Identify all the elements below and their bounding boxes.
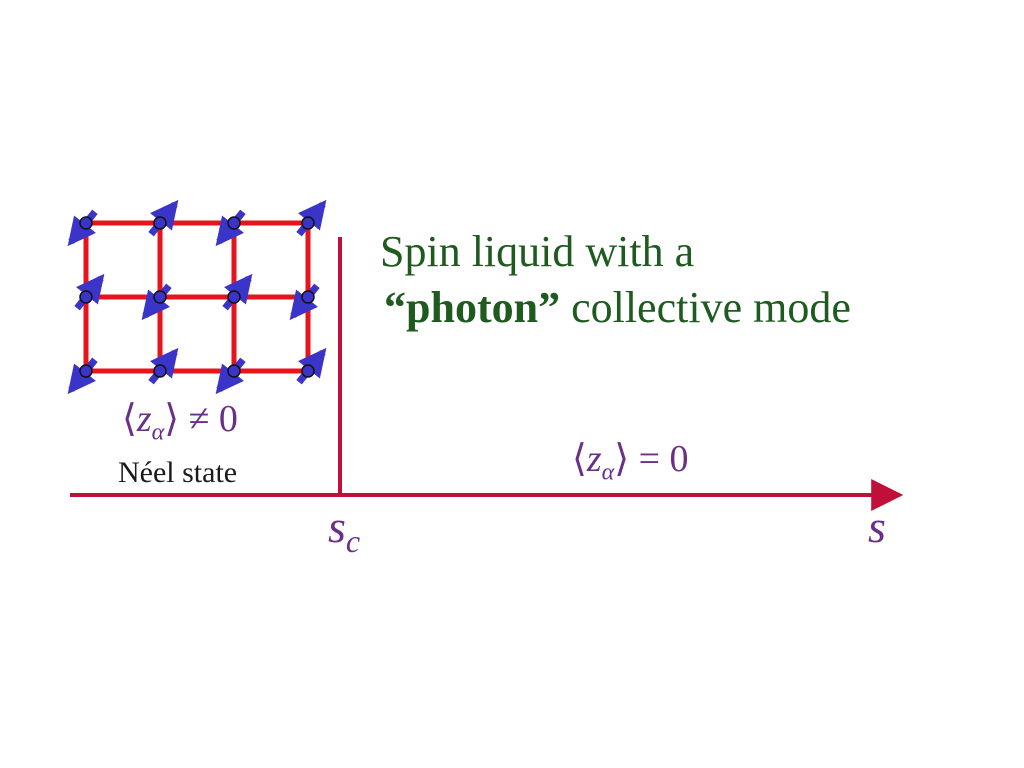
photon-label: “photon” [384,283,561,332]
z-var: z [586,438,602,480]
angle-open: ⟨ [572,438,587,480]
collective-mode-label: collective mode [571,283,851,332]
square-lattice [83,220,311,374]
lattice-site [153,364,167,378]
lattice-site [79,364,93,378]
lattice-site [153,216,167,230]
c-sub: c [345,523,361,560]
lattice-site [301,364,315,378]
alpha-sub: α [601,459,615,486]
axis-label-s: s [868,501,886,552]
relation: = 0 [638,438,689,480]
lattice-site [227,216,241,230]
lattice-site [301,216,315,230]
lattice-site [227,364,241,378]
lattice-site [79,290,93,304]
phase-title-line2: “photon” collective mode [384,282,851,333]
neel-state-label: Néel state [118,456,238,489]
lattice-site [153,290,167,304]
s-var: s [328,501,346,552]
angle-open: ⟨ [122,398,137,440]
relation: ≠ 0 [188,398,238,440]
neel-spins [67,199,327,395]
ordered-order-parameter: ⟨zα⟩ ≠ 0 [122,396,238,447]
lattice-site [227,290,241,304]
angle-close: ⟩ [614,438,630,480]
angle-close: ⟩ [164,398,180,440]
critical-coupling-label: sc [328,500,360,560]
phase-title-line1: Spin liquid with a [380,227,695,276]
disordered-order-parameter: ⟨zα⟩ = 0 [572,436,689,487]
lattice-site [301,290,315,304]
lattice-site [79,216,93,230]
z-var: z [136,398,152,440]
alpha-sub: α [151,419,165,446]
